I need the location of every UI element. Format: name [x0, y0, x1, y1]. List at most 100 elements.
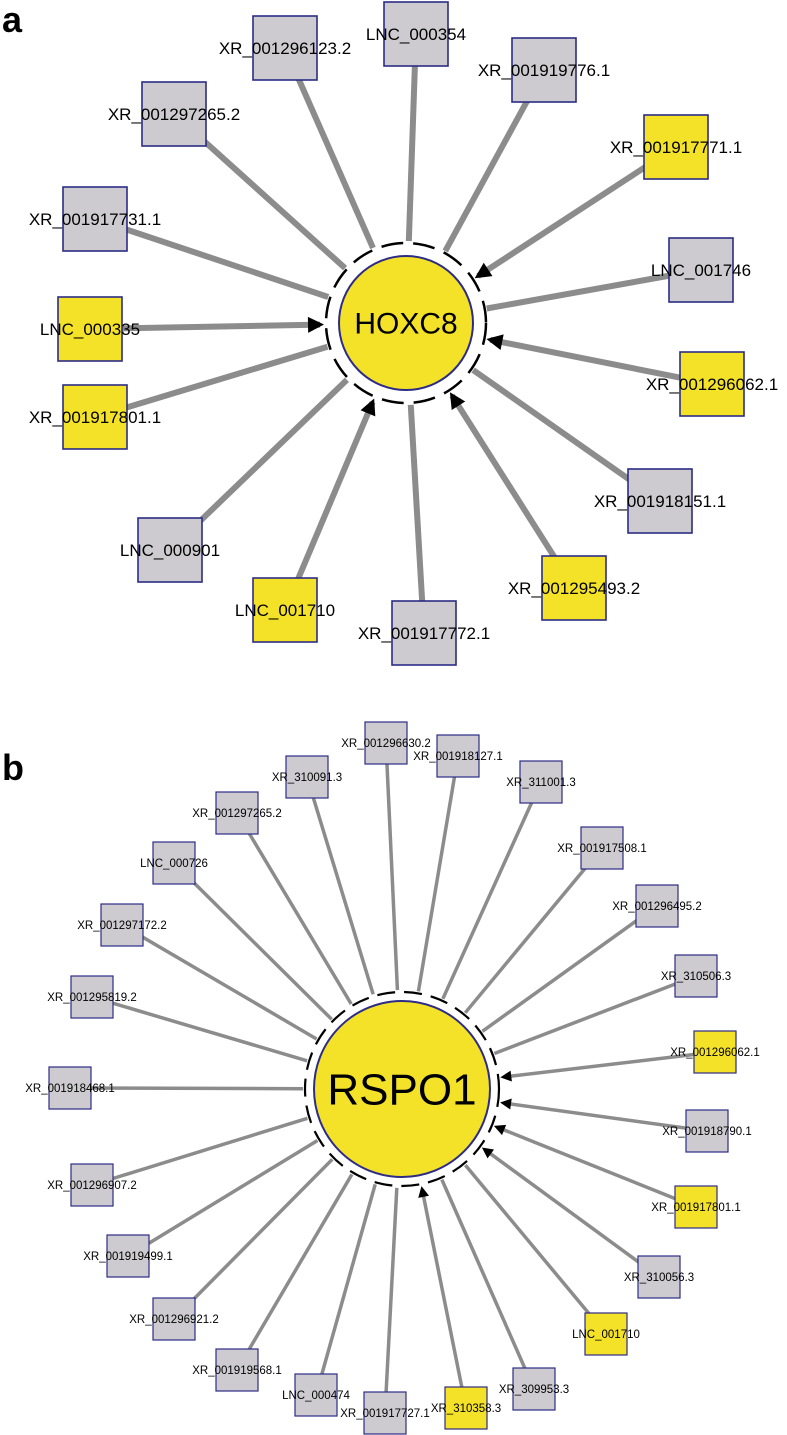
node-box [252, 15, 318, 81]
edge [416, 755, 460, 992]
arrowhead [307, 316, 325, 333]
node: XR_001297265.2 [192, 791, 282, 835]
node: XR_311001.3 [506, 760, 576, 804]
node: LNC_000474 [282, 1373, 350, 1417]
node-label: XR_001917731.1 [29, 210, 161, 229]
node: XR_001297172.2 [77, 903, 167, 947]
edge [89, 321, 321, 332]
node-label: XR_001296123.2 [219, 39, 351, 58]
node-box [70, 975, 114, 1019]
node: LNC_000335 [40, 296, 140, 362]
node-label: XR_001297172.2 [77, 920, 167, 932]
node-label: LNC_000474 [282, 1390, 350, 1402]
hub-label: HOXC8 [354, 308, 457, 341]
hub-label: RSPO1 [327, 1065, 476, 1114]
node-box [584, 1312, 628, 1356]
edge [489, 336, 713, 387]
node: XR_001918151.1 [594, 468, 726, 534]
node-box [57, 296, 123, 362]
node: XR_001296062.1 [670, 1030, 760, 1074]
node-box [674, 1185, 718, 1229]
node-label: XR_001917771.1 [610, 138, 742, 157]
node-label: XR_001296630.2 [341, 738, 431, 750]
dashed-ring [324, 241, 488, 405]
node-label: XR_001297265.2 [108, 105, 240, 124]
node: XR_001917772.1 [358, 600, 490, 666]
node: LNC_000901 [120, 517, 220, 583]
node-box [137, 517, 203, 583]
node-label: XR_309953.3 [499, 1384, 569, 1396]
edge [503, 1101, 708, 1133]
node-label: LNC_001710 [572, 1329, 640, 1341]
node-box [637, 1255, 681, 1299]
node-box [62, 384, 128, 450]
edge [440, 1178, 536, 1390]
node: XR_001917801.1 [29, 384, 161, 450]
node-label: XR_310091.3 [272, 772, 342, 784]
node-box [391, 600, 457, 666]
nodes-b: XR_001296630.2XR_001918127.1XR_311001.3X… [25, 721, 760, 1435]
node: XR_001918468.1 [25, 1066, 115, 1110]
hub-dashed-ring-a [324, 241, 488, 405]
edge [384, 742, 400, 991]
node: XR_001919499.1 [83, 1234, 173, 1278]
hub-node-rspo1: RSPO1 [313, 1000, 491, 1178]
node: LNC_001710 [235, 577, 335, 643]
node-box [152, 1297, 196, 1341]
node-label: XR_001919776.1 [478, 61, 610, 80]
node-label: XR_310056.3 [624, 1272, 694, 1284]
node-box [512, 1367, 556, 1411]
panel-a: HOXC8 XR_001296123.2 LNC_000354XR_0019197… [2, 0, 778, 666]
node: XR_001295493.2 [508, 555, 640, 621]
node-label: LNC_000726 [140, 858, 208, 870]
arrowhead [486, 334, 504, 351]
node: XR_309953.3 [499, 1367, 569, 1411]
node-box [215, 791, 259, 835]
node: XR_001919568.1 [192, 1348, 282, 1392]
hub-dashed-ring-b [303, 990, 501, 1188]
arrowhead [360, 398, 376, 417]
edge [484, 1148, 661, 1279]
node: LNC_001746 [651, 237, 751, 303]
node-label: XR_001295493.2 [508, 579, 640, 598]
edge [476, 144, 678, 279]
node-box [685, 1109, 729, 1153]
panel-label-a: a [2, 0, 23, 40]
edge [407, 404, 427, 634]
node-label: LNC_000901 [120, 541, 220, 560]
node: LNC_000354 [366, 1, 466, 67]
node: LNC_000726 [140, 841, 208, 885]
arrowhead [418, 1186, 430, 1198]
edge [69, 1086, 304, 1091]
node-box [643, 114, 709, 180]
edge [405, 33, 419, 242]
node: XR_310091.3 [272, 755, 342, 799]
node-label: XR_001918151.1 [594, 492, 726, 511]
node-label: LNC_001710 [235, 601, 335, 620]
node-label: XR_001297265.2 [192, 808, 282, 820]
panel-b: RSPO1 XR_001296630.2XR_001918127.1XR_311… [2, 721, 760, 1435]
node-box [511, 37, 577, 103]
hub-circle [313, 1000, 491, 1178]
node-label: XR_001918127.1 [413, 751, 503, 763]
node-box [152, 841, 196, 885]
edge [481, 904, 659, 1033]
arrowhead [481, 1147, 495, 1159]
node-box [141, 81, 207, 147]
node-label: XR_001296907.2 [47, 1180, 137, 1192]
node: XR_001917727.1 [340, 1391, 430, 1435]
node-label: XR_001296495.2 [612, 901, 702, 913]
arrowhead [449, 392, 466, 411]
node: XR_310358.3 [431, 1386, 501, 1430]
node-label: LNC_000354 [366, 25, 466, 44]
edge [91, 995, 308, 1063]
node-label: XR_001918468.1 [25, 1083, 115, 1095]
nodes-a: XR_001296123.2 LNC_000354XR_001919776.1XR… [29, 1, 778, 666]
node-box [285, 755, 329, 799]
edge [235, 812, 353, 1005]
node-label: XR_310358.3 [431, 1403, 501, 1415]
node-box [294, 1373, 338, 1417]
edge [496, 1125, 697, 1209]
node: XR_001917508.1 [557, 826, 647, 870]
